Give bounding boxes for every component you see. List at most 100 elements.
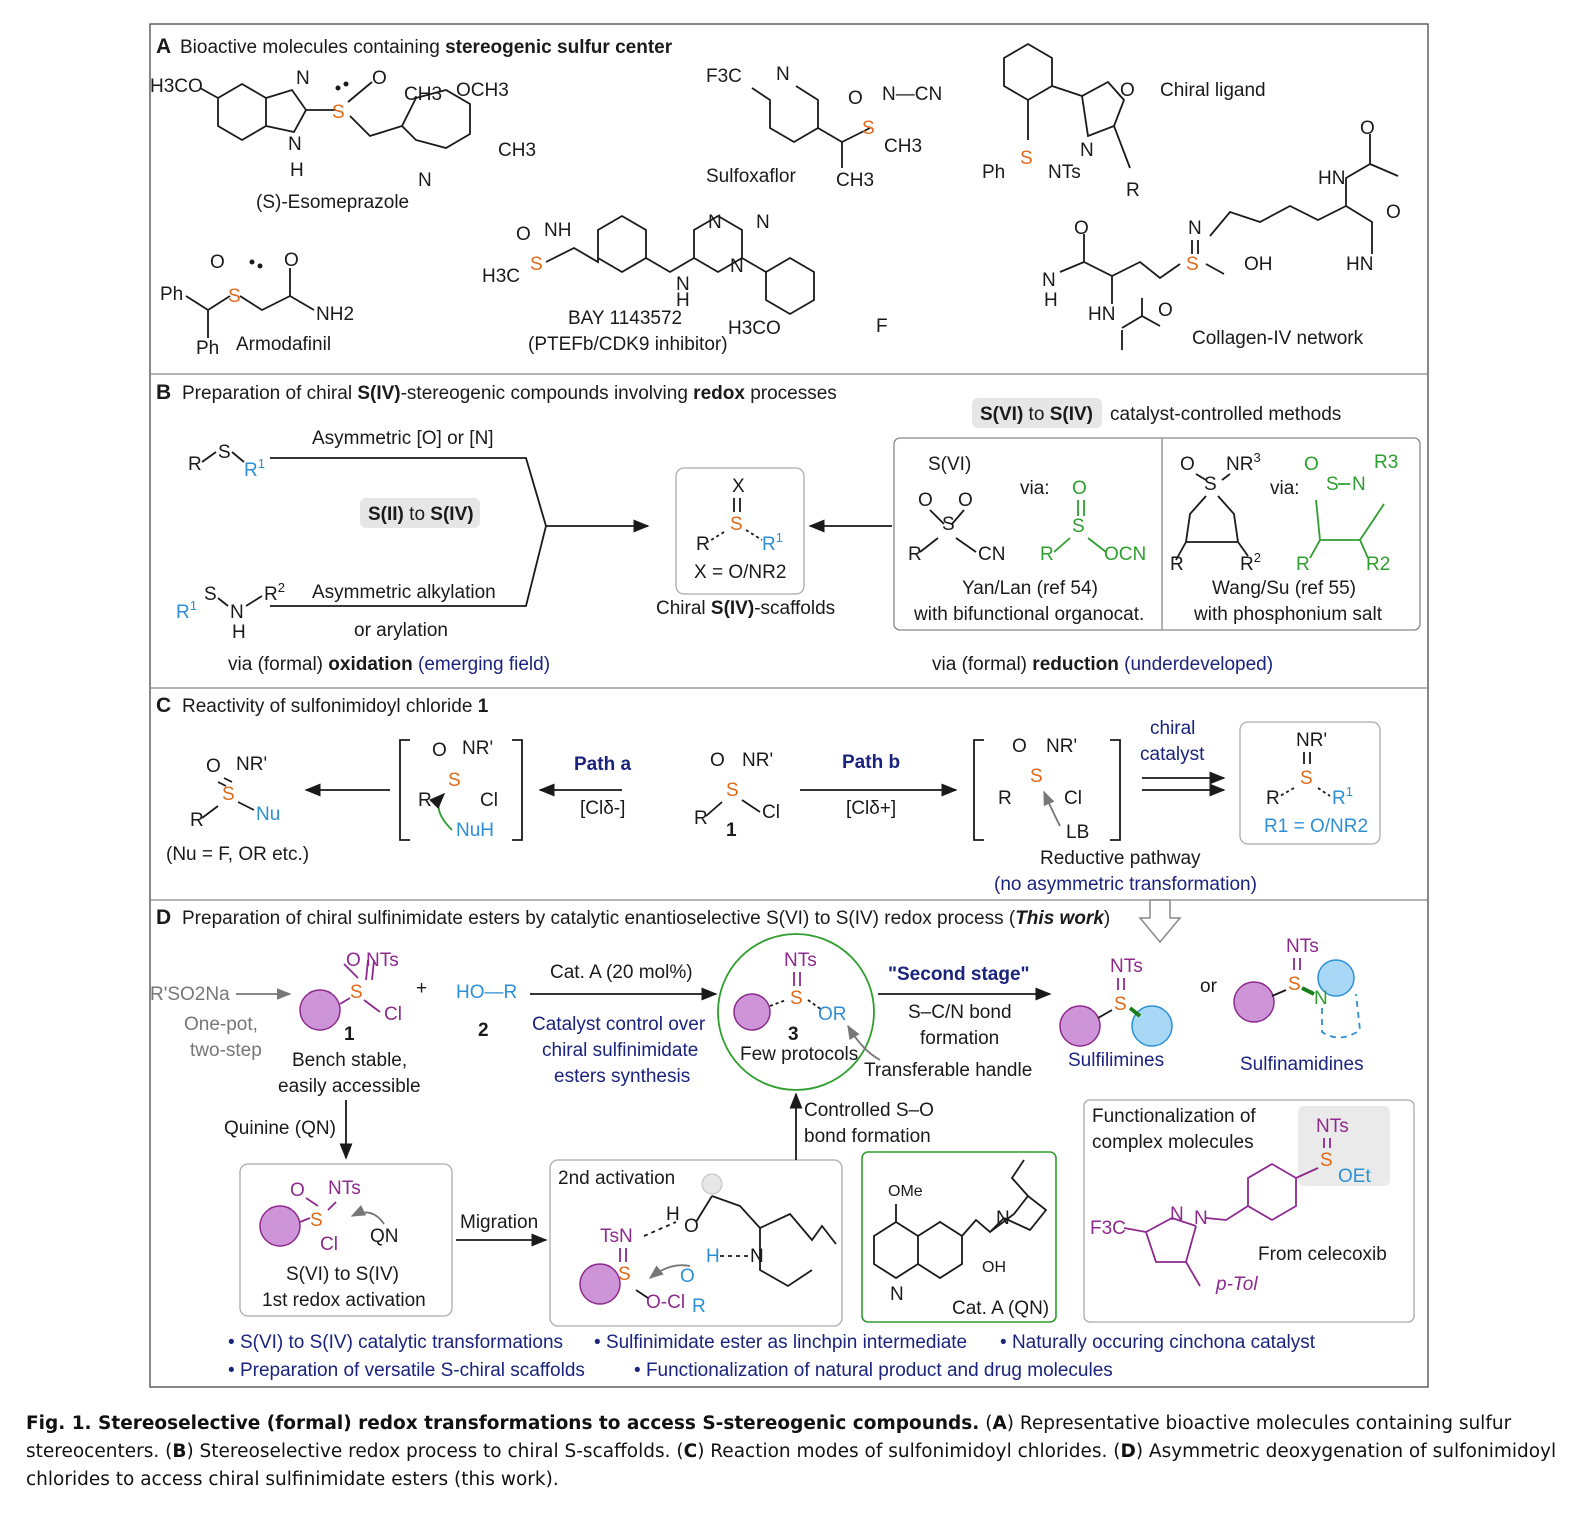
svg-text:O: O — [958, 490, 973, 511]
svg-text:S: S — [1326, 474, 1339, 495]
svg-text:Cl: Cl — [384, 1004, 402, 1025]
svg-text:TsN: TsN — [600, 1226, 633, 1247]
hydroxyl-label: OH — [1244, 254, 1273, 275]
panel-b-title: Preparation of chiral S(IV)-stereogenic … — [182, 383, 837, 404]
one-pot-label: One-pot, — [184, 1014, 258, 1035]
svg-text:R: R — [692, 1296, 706, 1317]
imine-nh: NH — [544, 220, 571, 241]
caption-c-text: Reaction modes of sulfonimidoyl chloride… — [704, 1441, 1108, 1462]
svg-text:O: O — [290, 1180, 305, 1201]
atom-n: N — [296, 68, 310, 89]
atom-o: O — [284, 250, 299, 271]
svg-text:H: H — [232, 622, 246, 643]
easily-label: easily accessible — [278, 1076, 421, 1097]
controlled-label: Controlled S–O — [804, 1100, 934, 1121]
svg-text:R: R — [1296, 554, 1310, 575]
svg-text:R2: R2 — [1240, 550, 1261, 575]
svg-text:Nu: Nu — [256, 804, 280, 825]
methoxy-label: H3CO — [728, 318, 781, 339]
svg-text:NR': NR' — [236, 754, 267, 775]
sulfur-atom: S — [862, 118, 875, 139]
func2-label: complex molecules — [1092, 1132, 1254, 1153]
atom-o: O — [1360, 118, 1375, 139]
atom-o: O — [1386, 202, 1401, 223]
r-group: R — [1126, 180, 1140, 201]
panel-d-letter: D — [156, 906, 171, 929]
sulfur-atom: S — [228, 286, 241, 307]
chiral-s4-box: X S R R1 X = O/NR2 Chiral S(IV)-scaffold… — [656, 467, 835, 619]
caption-a: A — [992, 1413, 1007, 1434]
svg-text:R3: R3 — [1374, 452, 1398, 473]
svg-text:R: R — [908, 544, 922, 565]
atom-n: N — [676, 274, 690, 295]
cat-a-qn-label: Cat. A (QN) — [952, 1298, 1049, 1319]
chiral-s4-label: Chiral S(IV)-scaffolds — [656, 598, 835, 619]
atom-o: O — [848, 88, 863, 109]
reductive-label: Reductive pathway — [1040, 848, 1201, 869]
bullet-1: • S(VI) to S(IV) catalytic transformatio… — [228, 1332, 563, 1353]
esomeprazole-label: (S)-Esomeprazole — [256, 192, 409, 213]
caption-d-text: Asymmetric deoxygenation of sulfonimidoy… — [26, 1441, 1557, 1490]
svg-text:S: S — [1072, 516, 1085, 537]
methyl-label: CH3 — [498, 140, 536, 161]
armodafinil-label: Armodafinil — [236, 334, 331, 355]
transfer-label: Transferable handle — [864, 1060, 1032, 1081]
amide-hn: HN — [1088, 304, 1115, 325]
panel-d-top: R'SO2Na One-pot, two-step O NTs S Cl 1 B… — [150, 933, 1364, 1097]
svg-text:O: O — [346, 950, 361, 971]
atom-o: O — [210, 252, 225, 273]
svg-text:N: N — [230, 602, 244, 623]
svg-text:NTs: NTs — [784, 950, 817, 971]
sulfoxaflor-label: Sulfoxaflor — [706, 166, 796, 187]
svg-text:S: S — [204, 584, 217, 605]
caption-c: C — [683, 1441, 698, 1462]
atom-h: H — [290, 160, 304, 181]
few-label: Few protocols — [740, 1044, 858, 1065]
atom-n: N — [1080, 140, 1094, 161]
svg-text:S: S — [448, 770, 461, 791]
amide-nh2: NH2 — [316, 304, 354, 325]
panel-b-left: R S R1 Asymmetric [O] or [N] S(II) to S(… — [176, 428, 648, 675]
svg-text:OH: OH — [982, 1259, 1006, 1276]
svg-text:NR': NR' — [1296, 730, 1327, 751]
svg-text:Cl: Cl — [320, 1234, 338, 1255]
svg-text:S: S — [1288, 974, 1301, 995]
plus-label: + — [416, 978, 427, 999]
svg-text:S: S — [618, 1264, 631, 1285]
svg-text:O: O — [206, 756, 221, 777]
phenyl-label: Ph — [160, 284, 183, 305]
panel-a: A Bioactive molecules containing stereog… — [156, 35, 673, 58]
svg-text:N: N — [1314, 988, 1328, 1009]
svg-text:Cl: Cl — [762, 802, 780, 823]
panel-b: B Preparation of chiral S(IV)-stereogeni… — [156, 381, 837, 404]
panel-c-letter: C — [156, 694, 171, 717]
path-b-label: Path b — [842, 752, 900, 773]
panel-a-letter: A — [156, 35, 171, 58]
caption-d: D — [1120, 1441, 1136, 1462]
yan-label: Yan/Lan (ref 54) — [962, 578, 1098, 599]
svg-text:F3C: F3C — [1090, 1218, 1126, 1239]
svg-text:NR': NR' — [462, 738, 493, 759]
panel-d-bottom: Quinine (QN) O NTs S Cl QN S(VI) to S(IV… — [224, 1092, 1415, 1327]
svg-text:N: N — [750, 1246, 764, 1267]
armodafinil-structure: Ph Ph S O O NH2 Armodafinil — [160, 250, 354, 359]
via-reduction-label: via (formal) reduction (underdeveloped) — [932, 654, 1273, 675]
svg-text:LB: LB — [1066, 822, 1089, 843]
sulfinamidines-label: Sulfinamidines — [1240, 1054, 1364, 1075]
rso2na-label: R'SO2Na — [150, 984, 230, 1005]
svg-text:H: H — [666, 1204, 680, 1225]
esomeprazole-structure: H3CO N N H S O CH3 OCH3 CH3 N (S)-Esomep… — [150, 68, 536, 213]
atom-o: O — [372, 68, 387, 89]
atom-n: N — [1042, 270, 1056, 291]
svg-text:S: S — [1114, 994, 1127, 1015]
svg-text:X: X — [732, 476, 745, 497]
via-oxidation-label: via (formal) oxidation (emerging field) — [228, 654, 550, 675]
chiral-cat-2: catalyst — [1140, 744, 1205, 765]
bullet-3: • Naturally occuring cinchona catalyst — [1000, 1332, 1316, 1353]
nts-label: NTs — [328, 1178, 361, 1199]
svg-text:O: O — [1304, 454, 1319, 475]
svg-text:O: O — [710, 750, 725, 771]
collagen-label: Collagen-IV network — [1192, 328, 1364, 349]
asym-alk-label: Asymmetric alkylation — [312, 582, 496, 603]
nts-label: NTs — [1048, 162, 1081, 183]
